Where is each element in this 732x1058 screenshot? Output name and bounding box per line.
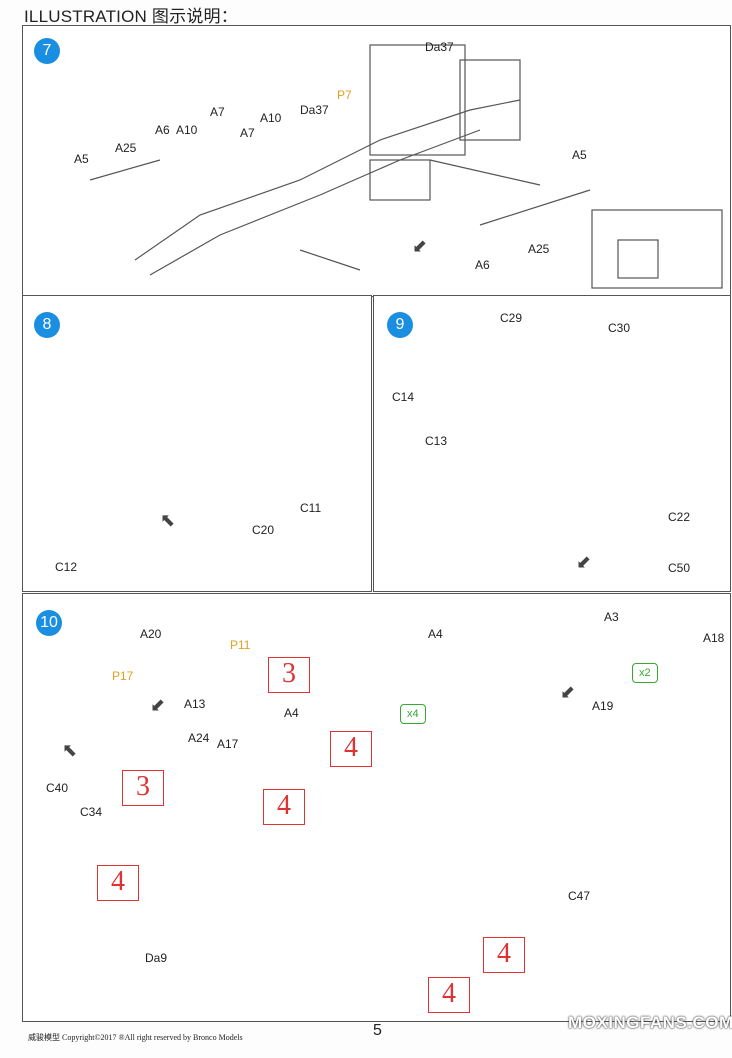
watermark: MOXINGFANS.COM [568, 1013, 732, 1032]
part-label: A4 [284, 706, 299, 720]
photo-etch-label: P7 [337, 88, 352, 102]
part-label: C14 [392, 390, 415, 404]
callout-box: 4 [263, 789, 305, 825]
photo-etch-label: P11 [230, 638, 251, 652]
part-label: A4 [428, 627, 443, 641]
part-label: A7 [240, 126, 255, 140]
part-label: A18 [703, 631, 725, 645]
part-label: C22 [668, 510, 691, 524]
callout-box: 4 [483, 937, 525, 973]
direction-arrow-icon: ⬋ [560, 682, 576, 702]
direction-arrow-icon: ⬋ [576, 552, 592, 572]
step-9-panel [373, 295, 731, 592]
step-10-panel [22, 593, 731, 1022]
direction-arrow-icon: ⬋ [150, 695, 166, 715]
part-label: Da37 [300, 103, 329, 117]
part-label: C50 [668, 561, 691, 575]
part-label: C47 [568, 889, 591, 903]
part-label: C40 [46, 781, 69, 795]
callout-box: 4 [330, 731, 372, 767]
part-label: C12 [55, 560, 78, 574]
quantity-badge: x2 [632, 663, 658, 683]
part-label: A5 [74, 152, 89, 166]
step-7-chassis-drawing [89, 44, 723, 289]
direction-arrow-icon: ⬉ [160, 510, 176, 530]
callout-box: 4 [428, 977, 470, 1013]
part-label: A25 [528, 242, 550, 256]
part-label: C20 [252, 523, 275, 537]
direction-arrow-icon: ⬉ [62, 740, 78, 760]
part-label: A20 [140, 627, 162, 641]
part-label: A25 [115, 141, 137, 155]
part-label: C30 [608, 321, 631, 335]
part-label: A10 [176, 123, 198, 137]
part-label: A17 [217, 737, 239, 751]
part-label: A24 [188, 731, 210, 745]
callout-box: 3 [268, 657, 310, 693]
part-label: A5 [572, 148, 587, 162]
direction-arrow-icon: ⬋ [412, 236, 428, 256]
copyright-text: 威骏模型 Copyright©2017 ®All right reserved … [28, 1033, 243, 1042]
part-label: A13 [184, 697, 206, 711]
part-label: C11 [300, 501, 322, 515]
part-label: Da9 [145, 951, 168, 965]
step-number-badge: 9 [387, 312, 413, 338]
part-label: C29 [500, 311, 523, 325]
part-label: A6 [475, 258, 490, 272]
part-label: A3 [604, 610, 619, 624]
step-7-panel [22, 25, 731, 297]
part-label: C34 [80, 805, 103, 819]
part-label: C13 [425, 434, 448, 448]
part-label: Da37 [425, 40, 454, 54]
quantity-badge: x4 [400, 704, 426, 724]
callout-box: 3 [122, 770, 164, 806]
part-label: A10 [260, 111, 282, 125]
part-label: A6 [155, 123, 170, 137]
step-8-panel [22, 295, 372, 592]
page-number: 5 [373, 1022, 382, 1039]
photo-etch-label: P17 [112, 669, 134, 683]
step-number-badge: 7 [34, 38, 60, 64]
page-heading: ILLUSTRATION 图示说明： [24, 7, 238, 26]
callout-box: 4 [97, 865, 139, 901]
step-number-badge: 8 [34, 312, 60, 338]
step-number-badge: 10 [36, 610, 62, 636]
part-label: A7 [210, 105, 225, 119]
part-label: A19 [592, 699, 614, 713]
